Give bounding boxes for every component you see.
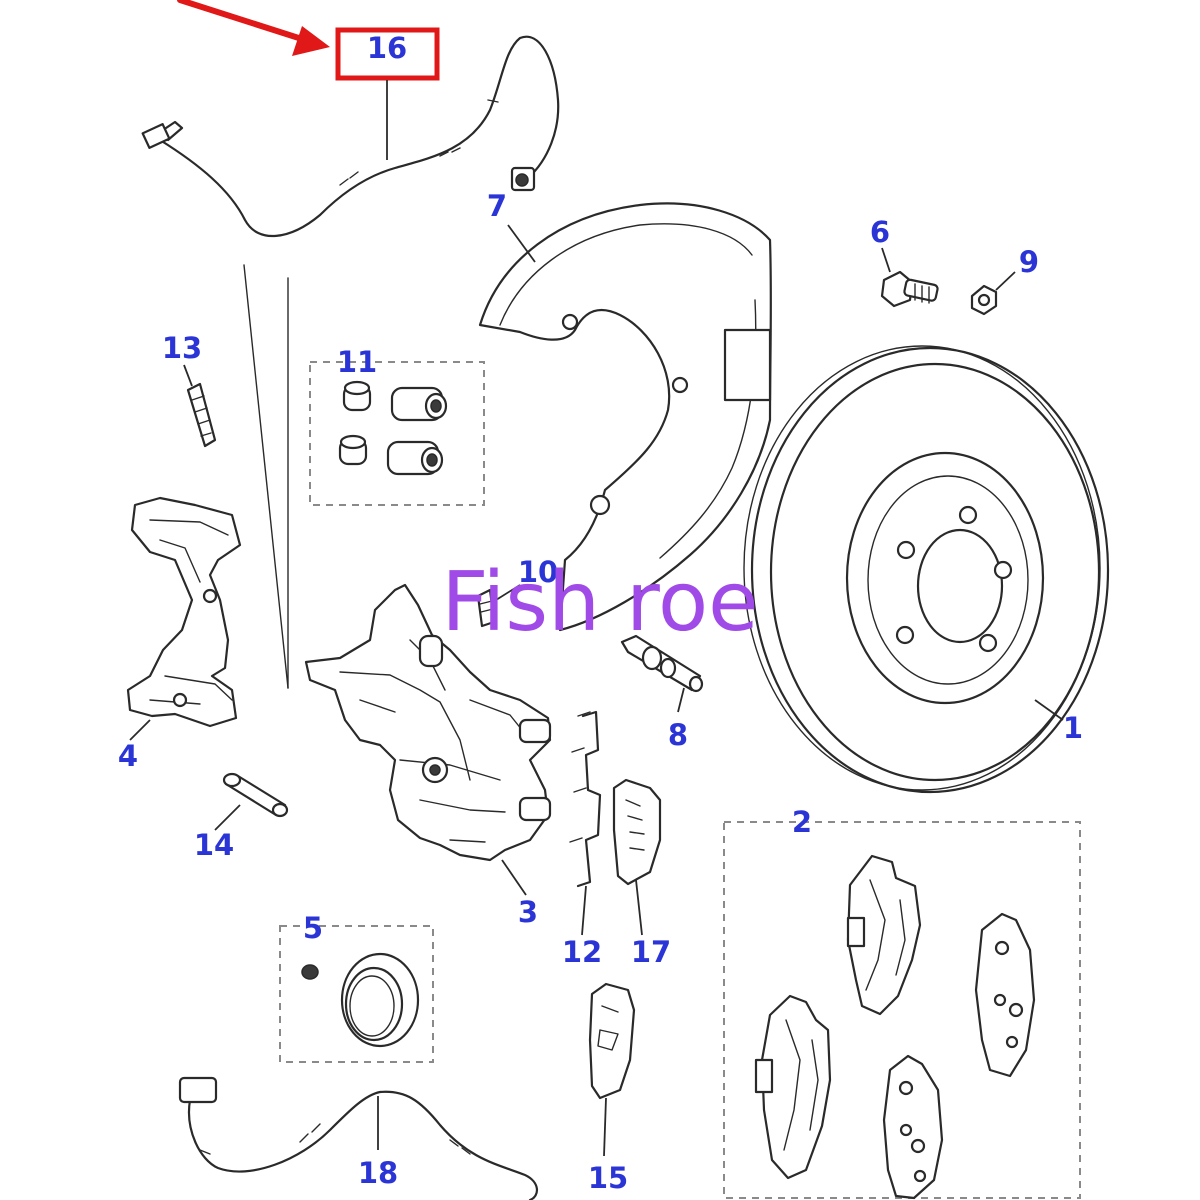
part-18-sensor-wire[interactable] (178, 1076, 538, 1200)
part-16-sensor-wire[interactable] (141, 35, 560, 237)
part-10-spring-clip[interactable] (476, 584, 521, 628)
label-7: 7 (487, 189, 507, 223)
part-12-spring[interactable] (569, 710, 602, 936)
part-4-caliper-bracket[interactable] (126, 496, 242, 741)
part-8-guide-bolt[interactable] (620, 634, 704, 713)
part-7-dust-shield[interactable] (478, 202, 772, 632)
label-3: 3 (518, 895, 538, 929)
part-13-bleed-screw[interactable] (183, 364, 217, 448)
highlight-arrow (177, 0, 330, 56)
label-5: 5 (303, 911, 323, 945)
part-5-seal-kit[interactable] (279, 925, 434, 1063)
guide-lines (243, 264, 289, 689)
part-3-caliper[interactable] (304, 583, 552, 896)
label-10: 10 (518, 555, 558, 589)
part-14-guide-pin[interactable] (214, 772, 289, 831)
part-17-pad-shim[interactable] (612, 778, 662, 936)
label-4: 4 (118, 739, 138, 773)
part-11-pin-kit[interactable] (309, 361, 485, 506)
label-2: 2 (792, 805, 812, 839)
label-12: 12 (562, 935, 602, 969)
label-6: 6 (870, 215, 890, 249)
part-labels: 16 7 6 9 13 11 10 4 8 1 14 2 3 5 12 17 1… (118, 31, 1083, 1195)
label-14: 14 (194, 828, 234, 862)
label-16: 16 (367, 31, 407, 65)
label-9: 9 (1019, 245, 1039, 279)
label-15: 15 (588, 1161, 628, 1195)
label-1: 1 (1063, 711, 1083, 745)
part-1-brake-disc[interactable] (743, 345, 1110, 794)
watermark-text: Fish roe (441, 555, 758, 650)
label-8: 8 (668, 718, 688, 752)
part-2-brake-pads[interactable] (723, 821, 1081, 1200)
label-17: 17 (631, 935, 671, 969)
label-11: 11 (337, 345, 377, 379)
part-15-wear-clip[interactable] (588, 982, 636, 1157)
part-6-bolt[interactable] (880, 247, 939, 308)
highlight-box (335, 27, 440, 81)
label-13: 13 (162, 331, 202, 365)
part-9-nut[interactable] (970, 271, 1016, 316)
label-18: 18 (358, 1156, 398, 1190)
